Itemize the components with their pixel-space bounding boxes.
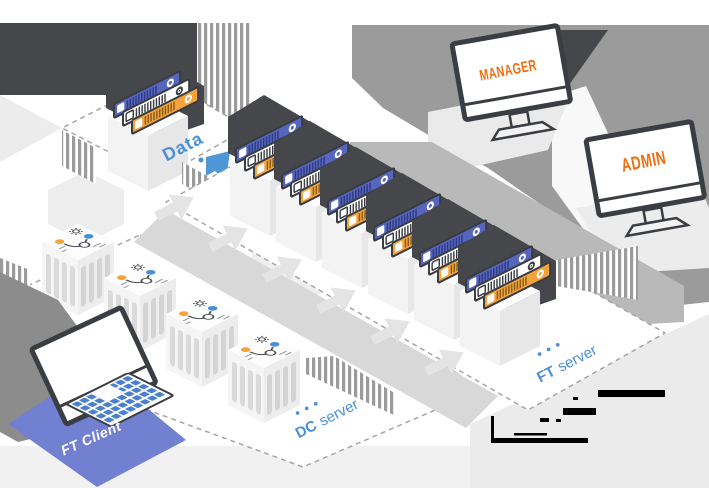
- keyboard-trackpad: [90, 384, 124, 402]
- hatch-accent: [62, 130, 96, 184]
- keyboard-key: [117, 402, 128, 408]
- keyboard-key: [79, 405, 91, 411]
- keyboard-key: [95, 405, 106, 411]
- keyboard-key: [139, 391, 150, 397]
- hatch-accent: [556, 246, 638, 300]
- terrain-wedge: [0, 95, 62, 162]
- artifact-bars: [491, 390, 665, 443]
- keyboard-key: [79, 397, 90, 404]
- terrain-cube: [48, 171, 124, 243]
- keyboard-key: [118, 410, 129, 416]
- blue-dot: [198, 157, 204, 163]
- keyboard-key: [131, 387, 142, 393]
- keyboard-key: [123, 383, 134, 389]
- keyboard-key: [116, 394, 128, 401]
- keyboard-key: [115, 379, 126, 385]
- keyboard-key: [110, 406, 121, 412]
- client-keyboard: [65, 372, 174, 427]
- keyboard-key: [124, 398, 136, 405]
- keyboard-key: [130, 380, 141, 386]
- keyboard-key: [103, 409, 114, 415]
- keyboard-key: [131, 395, 143, 401]
- keyboard-key: [102, 402, 113, 408]
- keyboard-key: [138, 384, 149, 390]
- keyboard-key: [123, 391, 135, 397]
- floor-slab: [470, 314, 709, 488]
- keyboard-key: [132, 402, 144, 409]
- keyboard-key: [103, 417, 115, 423]
- keyboard-key: [147, 395, 158, 401]
- dc-server-cube: [227, 331, 301, 425]
- keyboard-key: [154, 391, 165, 398]
- keyboard-key: [95, 413, 107, 419]
- keyboard-key: [109, 398, 121, 404]
- keyboard-keys: [72, 376, 165, 423]
- keyboard-key: [72, 401, 83, 407]
- keyboard-key: [122, 376, 134, 382]
- keyboard-key: [110, 413, 122, 419]
- flow-band: [134, 210, 498, 428]
- keyboard-key: [87, 401, 98, 407]
- keyboard-key: [139, 399, 151, 405]
- dc-server-cube: [165, 295, 239, 389]
- keyboard-key: [87, 409, 99, 415]
- keyboard-key: [146, 388, 157, 394]
- hatch-accent: [306, 356, 396, 416]
- keyboard-key: [125, 406, 136, 412]
